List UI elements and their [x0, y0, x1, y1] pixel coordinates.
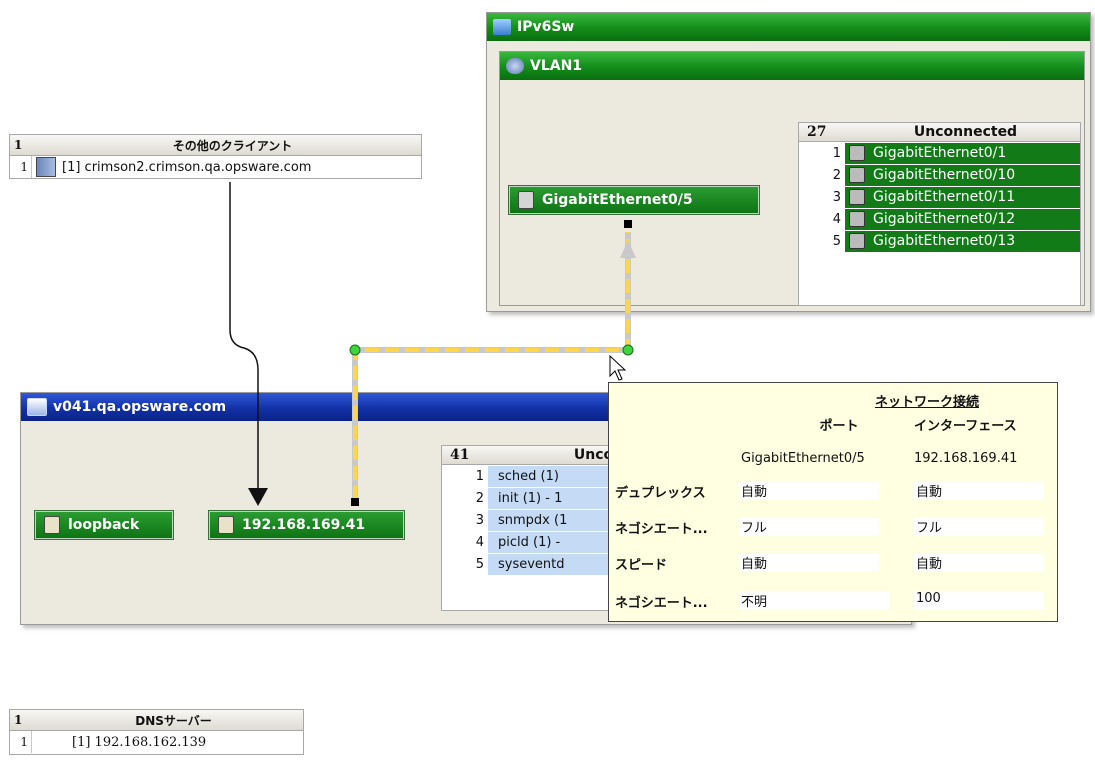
switch-panel: IPv6Sw VLAN1 GigabitEthernet0/5 27 Uncon…	[486, 12, 1091, 312]
tooltip-row-iface: 自動	[914, 553, 1044, 572]
vlan-title: VLAN1	[530, 58, 583, 74]
tooltip-col-interface: インターフェース	[914, 419, 1017, 434]
row-index: 2	[832, 167, 841, 183]
link-bend-handle[interactable]	[349, 344, 361, 356]
list-item[interactable]: 3 GigabitEthernet0/11	[799, 186, 1080, 208]
row-index: 4	[832, 211, 841, 227]
interface-icon	[44, 516, 60, 534]
port-icon	[518, 191, 534, 209]
row-index: 3	[475, 512, 484, 528]
dns-servers-table: 1 DNSサーバー 1 [1] 192.168.162.139	[9, 709, 304, 755]
interface-192-168-169-41[interactable]: 192.168.169.41	[209, 511, 404, 539]
server-unconnected-count: 41	[450, 447, 470, 463]
tooltip-row: スピード 自動 自動	[609, 553, 1059, 573]
dns-label: [1] 192.168.162.139	[72, 734, 207, 750]
switch-unconnected-title: Unconnected	[913, 124, 1018, 140]
row-index: 4	[475, 534, 484, 550]
vlan-icon	[506, 58, 524, 74]
list-item[interactable]: 5 GigabitEthernet0/13	[799, 230, 1080, 252]
tooltip-interface-name: 192.168.169.41	[914, 451, 1018, 466]
interface-label: 192.168.169.41	[242, 517, 366, 533]
port-icon	[849, 211, 865, 227]
computer-icon	[493, 19, 511, 35]
dns-header[interactable]: 1 DNSサーバー	[10, 710, 303, 731]
vlan-title-bar[interactable]: VLAN1	[500, 52, 1084, 80]
row-index: 2	[475, 490, 484, 506]
switch-title: IPv6Sw	[517, 19, 575, 35]
port-icon	[849, 233, 865, 249]
row-index: 1	[10, 156, 32, 178]
tooltip-row-iface: フル	[914, 517, 1044, 536]
port-label: GigabitEthernet0/12	[873, 211, 1016, 227]
tooltip-row-label: デュプレックス	[615, 486, 706, 501]
tooltip-row: ネゴシエート... 不明 100	[609, 591, 1059, 611]
vlan-panel: VLAN1 GigabitEthernet0/5 27 Unconnected …	[499, 51, 1085, 306]
server-icon	[27, 398, 47, 416]
port-label: GigabitEthernet0/11	[873, 189, 1016, 205]
client-label: [1] crimson2.crimson.qa.opsware.com	[62, 159, 312, 175]
other-clients-count: 1	[14, 138, 23, 152]
row-index: 3	[832, 189, 841, 205]
tooltip-row-label: スピード	[615, 558, 668, 573]
other-clients-table: 1 その他のクライアント 1 [1] crimson2.crimson.qa.o…	[9, 134, 422, 179]
other-clients-title: その他のクライアント	[172, 138, 293, 153]
port-label: GigabitEthernet0/1	[873, 145, 1007, 161]
tooltip-title: ネットワーク接続	[874, 395, 979, 410]
list-item[interactable]: 4 GigabitEthernet0/12	[799, 208, 1080, 230]
list-item[interactable]: 1 GigabitEthernet0/1	[799, 142, 1080, 164]
network-connection-tooltip: ネットワーク接続 ポート インターフェース GigabitEthernet0/5…	[608, 382, 1058, 622]
port-icon	[849, 145, 865, 161]
switch-unconnected-count: 27	[807, 124, 827, 140]
tooltip-row-port: 自動	[739, 553, 879, 572]
tooltip-row-iface: 100	[914, 591, 1044, 609]
client-icon	[36, 157, 56, 177]
tooltip-row-label: ネゴシエート...	[615, 522, 708, 537]
dns-count: 1	[14, 713, 23, 727]
switch-unconnected-list: 27 Unconnected 1 GigabitEthernet0/1 2 Gi…	[798, 122, 1081, 306]
port-label: GigabitEthernet0/10	[873, 167, 1016, 183]
interface-loopback[interactable]: loopback	[35, 511, 173, 539]
tooltip-port-name: GigabitEthernet0/5	[741, 451, 865, 466]
list-item[interactable]: 2 GigabitEthernet0/10	[799, 164, 1080, 186]
port-label: GigabitEthernet0/13	[873, 233, 1016, 249]
switch-title-bar[interactable]: IPv6Sw	[487, 13, 1090, 41]
server-title: v041.qa.opsware.com	[53, 399, 227, 415]
port-label: GigabitEthernet0/5	[542, 192, 693, 208]
tooltip-row: ネゴシエート... フル フル	[609, 517, 1059, 537]
interface-label: loopback	[68, 517, 140, 533]
list-item[interactable]: 1 [1] crimson2.crimson.qa.opsware.com	[10, 156, 421, 178]
port-icon	[849, 189, 865, 205]
tooltip-row: デュプレックス 自動 自動	[609, 481, 1059, 501]
link-bend-handle[interactable]	[622, 344, 634, 356]
row-index: 1	[475, 468, 484, 484]
mouse-cursor-icon	[609, 354, 627, 381]
other-clients-header[interactable]: 1 その他のクライアント	[10, 135, 421, 156]
tooltip-row-port: 自動	[739, 481, 879, 500]
port-gigabitethernet0-5[interactable]: GigabitEthernet0/5	[509, 186, 759, 214]
tooltip-row-label: ネゴシエート...	[615, 596, 708, 611]
row-index: 5	[475, 556, 484, 572]
interface-icon	[218, 516, 234, 534]
port-icon	[849, 167, 865, 183]
tooltip-col-port: ポート	[819, 419, 859, 434]
list-item[interactable]: 1 [1] 192.168.162.139	[10, 731, 303, 753]
dns-title: DNSサーバー	[135, 713, 212, 728]
row-index: 5	[832, 233, 841, 249]
row-index: 1	[832, 145, 841, 161]
tooltip-row-iface: 自動	[914, 481, 1044, 500]
switch-unconnected-header[interactable]: 27 Unconnected	[799, 123, 1080, 142]
tooltip-row-port: 不明	[739, 591, 889, 610]
tooltip-row-port: フル	[739, 517, 879, 536]
row-index: 1	[10, 731, 32, 753]
